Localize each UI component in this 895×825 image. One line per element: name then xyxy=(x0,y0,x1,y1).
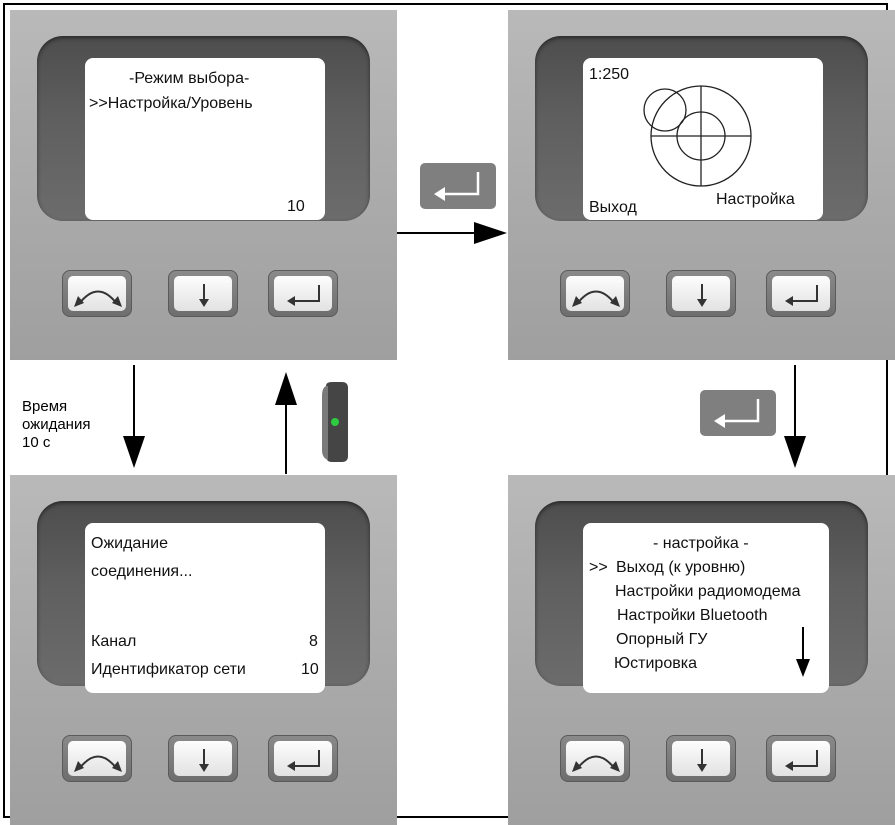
diagram-frame xyxy=(3,3,888,818)
panel-select-mode: -Режим выбора- >>Настройка/Уровень 10 xyxy=(10,10,397,360)
down-button[interactable] xyxy=(168,735,238,782)
remote-device-led-icon xyxy=(322,382,348,462)
display-bezel: - настройка - >> Выход (к уровню) Настро… xyxy=(535,501,868,693)
timeout-line-1: Время xyxy=(22,398,68,415)
down-arrow-icon xyxy=(697,284,707,307)
rotate-arrow-icon xyxy=(74,290,122,307)
menu-item-calibration: Юстировка xyxy=(614,655,697,672)
rotate-arrow-icon xyxy=(572,290,620,307)
channel-value: 8 xyxy=(309,633,318,650)
rotate-button[interactable] xyxy=(62,735,132,782)
channel-label: Канал xyxy=(91,633,137,650)
menu-item-selected: >>Настройка/Уровень xyxy=(89,95,253,112)
enter-key-indicator xyxy=(420,163,496,209)
panel-waiting-connection: Ожидание соединения... Канал 8 Идентифик… xyxy=(10,475,397,825)
menu-item-reference: Опорный ГУ xyxy=(616,631,708,648)
enter-icon xyxy=(714,399,760,428)
soft-key-setup: Настройка xyxy=(716,191,795,208)
display-bezel: Ожидание соединения... Канал 8 Идентифик… xyxy=(37,501,370,693)
waiting-line-1: Ожидание xyxy=(91,535,168,552)
panel-level-view: 1:250 Выход Настройка xyxy=(508,10,895,360)
setup-title: - настройка - xyxy=(653,535,749,552)
enter-icon xyxy=(785,285,818,306)
menu-cursor: >> xyxy=(589,559,608,576)
menu-item-radio-modem: Настройки радиомодема xyxy=(615,583,801,600)
enter-button[interactable] xyxy=(766,270,836,317)
display-screen: 1:250 Выход Настройка xyxy=(583,58,823,220)
enter-icon xyxy=(287,285,320,306)
screen-title: -Режим выбора- xyxy=(129,70,250,87)
menu-item-exit: Выход (к уровню) xyxy=(616,559,746,576)
rotate-button[interactable] xyxy=(62,270,132,317)
rotate-arrow-icon xyxy=(572,755,620,772)
rotate-arrow-icon xyxy=(74,755,122,772)
scale-readout: 1:250 xyxy=(589,66,630,83)
down-arrow-icon xyxy=(697,749,707,772)
display-screen: - настройка - >> Выход (к уровню) Настро… xyxy=(583,523,829,693)
network-id-label: Идентификатор сети xyxy=(91,661,246,678)
down-arrow-icon xyxy=(199,749,209,772)
timeout-label: Время ожидания 10 с xyxy=(22,398,90,452)
scroll-down-arrow-icon xyxy=(796,627,810,677)
down-arrow-icon xyxy=(199,284,209,307)
display-screen: Ожидание соединения... Канал 8 Идентифик… xyxy=(85,523,325,693)
soft-key-exit: Выход xyxy=(589,199,637,216)
timeout-line-3: 10 с xyxy=(22,434,51,451)
enter-key-indicator xyxy=(700,390,776,436)
menu-item-bluetooth: Настройки Bluetooth xyxy=(617,607,768,624)
enter-icon xyxy=(434,172,480,201)
down-button[interactable] xyxy=(666,735,736,782)
rotate-button[interactable] xyxy=(560,735,630,782)
display-bezel: -Режим выбора- >>Настройка/Уровень 10 xyxy=(37,36,370,221)
enter-button[interactable] xyxy=(766,735,836,782)
enter-icon xyxy=(785,750,818,771)
enter-button[interactable] xyxy=(268,735,338,782)
network-id-value: 10 xyxy=(301,661,319,678)
enter-icon xyxy=(287,750,320,771)
down-button[interactable] xyxy=(168,270,238,317)
rotate-button[interactable] xyxy=(560,270,630,317)
display-screen: -Режим выбора- >>Настройка/Уровень 10 xyxy=(85,58,325,220)
down-button[interactable] xyxy=(666,270,736,317)
level-bubble-graphic xyxy=(643,85,752,187)
display-bezel: 1:250 Выход Настройка xyxy=(535,36,868,221)
waiting-line-2: соединения... xyxy=(91,563,193,580)
timeout-line-2: ожидания xyxy=(22,416,91,433)
countdown-value: 10 xyxy=(287,198,305,215)
enter-button[interactable] xyxy=(268,270,338,317)
panel-setup-menu: - настройка - >> Выход (к уровню) Настро… xyxy=(508,475,895,825)
